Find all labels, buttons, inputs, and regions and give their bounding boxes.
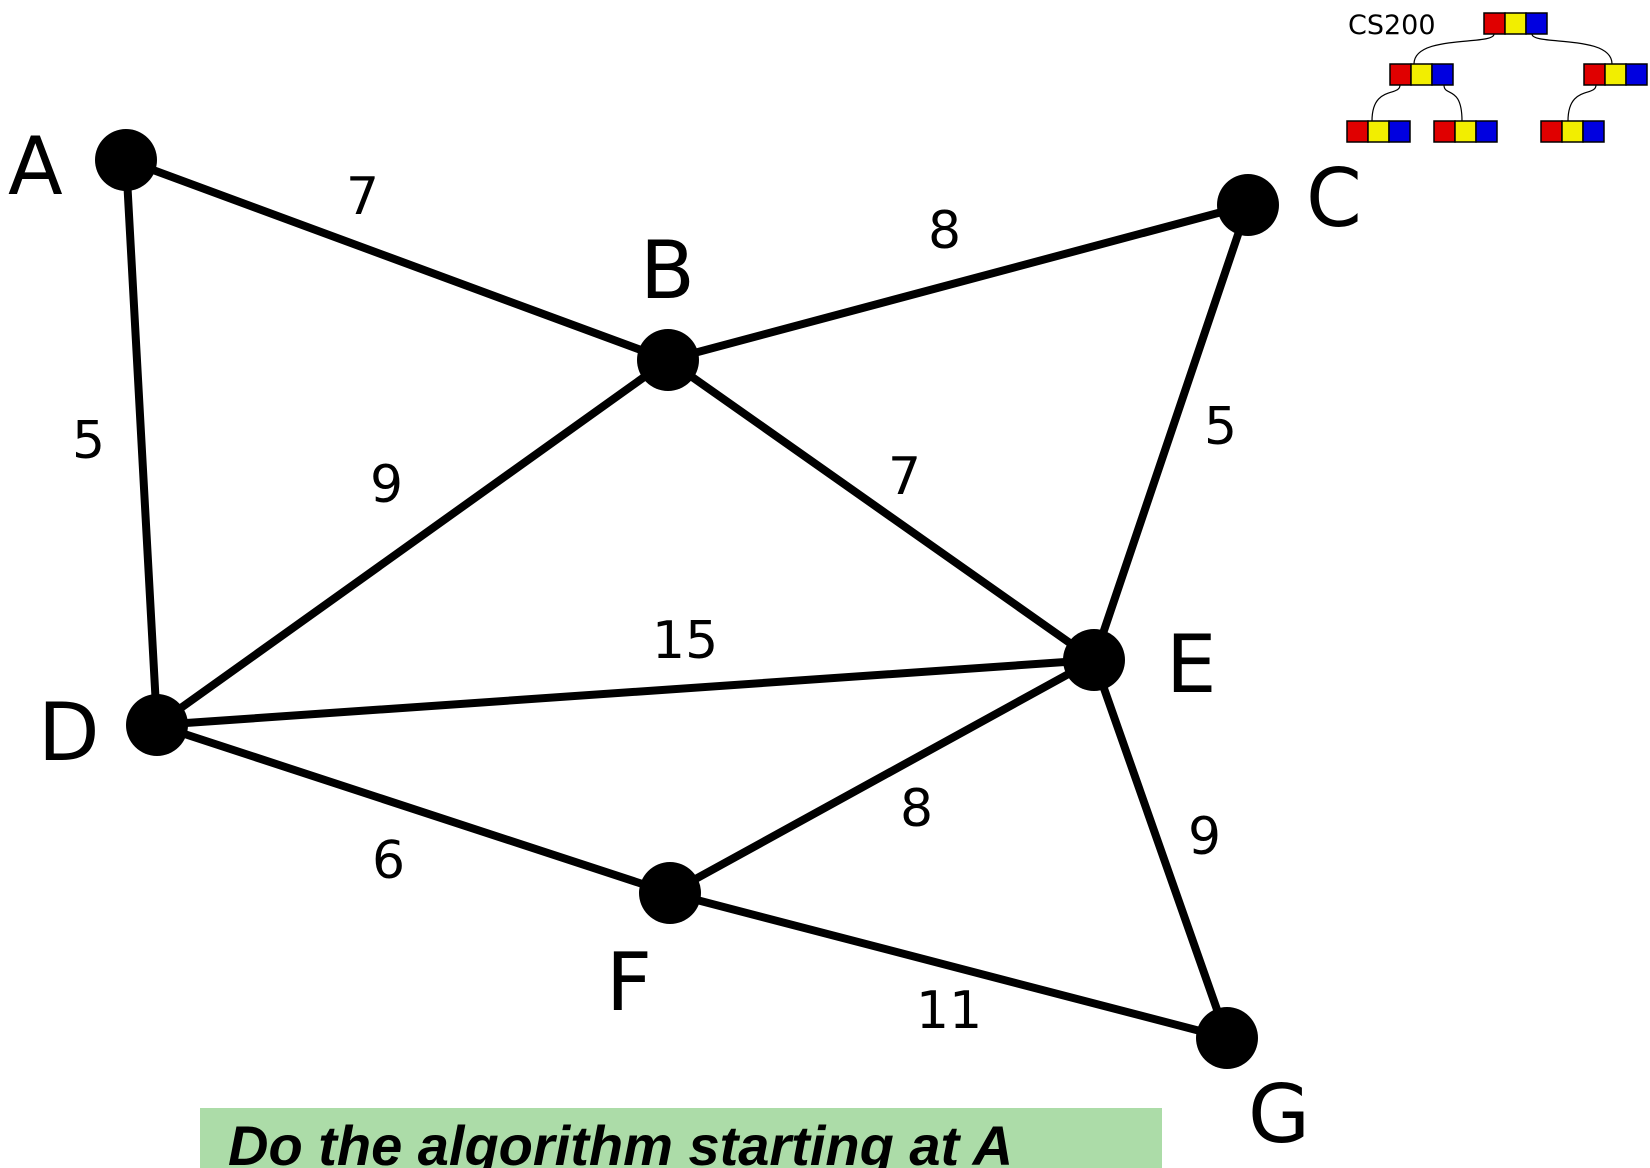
edge-weight-a-b: 7 (346, 167, 379, 227)
edge-e-f (666, 656, 1098, 897)
edge-e-g (1090, 656, 1231, 1042)
edge-b-d (153, 356, 672, 729)
logo-block-right (1583, 63, 1648, 86)
logo-block-rl (1540, 120, 1605, 143)
node-b (637, 329, 699, 391)
edge-weights-layer: 7 5 8 9 7 5 15 6 8 9 11 (72, 167, 1237, 1041)
node-label-f: F (606, 936, 652, 1029)
edge-weight-d-e: 15 (652, 611, 718, 671)
node-g (1196, 1007, 1258, 1069)
node-label-d: D (38, 686, 100, 779)
logo-arrow (1443, 84, 1463, 122)
edge-weight-d-f: 6 (372, 831, 405, 891)
edge-d-f (153, 721, 674, 897)
node-label-e: E (1166, 618, 1217, 711)
logo-tree-icon (1346, 12, 1648, 143)
edge-weight-c-e: 5 (1204, 397, 1237, 457)
node-a (95, 129, 157, 191)
node-d (126, 694, 188, 756)
edge-a-d (122, 156, 161, 729)
edge-weight-b-c: 8 (928, 201, 961, 261)
logo-root-block (1483, 12, 1548, 35)
edge-weight-e-f: 8 (900, 779, 933, 839)
node-f (639, 862, 701, 924)
node-e (1063, 629, 1125, 691)
edge-weight-f-g: 11 (916, 981, 982, 1041)
edge-a-b (122, 156, 672, 364)
edge-d-e (153, 656, 1098, 729)
logo-block-lr (1433, 120, 1498, 143)
node-label-a: A (8, 120, 63, 213)
logo-arrow (1531, 33, 1613, 65)
edge-b-e (664, 356, 1098, 664)
node-label-g: G (1248, 1068, 1310, 1151)
logo-arrow (1413, 33, 1495, 65)
instruction-callout: Do the algorithm starting at A (200, 1108, 1162, 1168)
node-label-b: B (640, 224, 695, 317)
edge-b-c (664, 201, 1252, 364)
node-c (1217, 174, 1279, 236)
nodes-layer: A B C D E F G (8, 120, 1362, 1151)
edge-weight-e-g: 9 (1188, 807, 1221, 867)
edges-layer (122, 156, 1252, 1042)
edge-f-g (666, 889, 1231, 1042)
logo-block-ll (1346, 120, 1411, 143)
logo-arrow (1371, 84, 1401, 122)
logo-text: CS200 (1348, 10, 1436, 41)
edge-weight-b-d: 9 (370, 455, 403, 515)
logo-arrow (1567, 84, 1597, 122)
edge-weight-b-e: 7 (888, 447, 921, 507)
node-label-c: C (1306, 152, 1362, 245)
logo-block-left (1389, 63, 1454, 86)
instruction-text: Do the algorithm starting at A (228, 1114, 1014, 1168)
edge-weight-a-d: 5 (72, 411, 105, 471)
cs200-logo: CS200 (1346, 10, 1648, 143)
edge-c-e (1090, 201, 1252, 664)
